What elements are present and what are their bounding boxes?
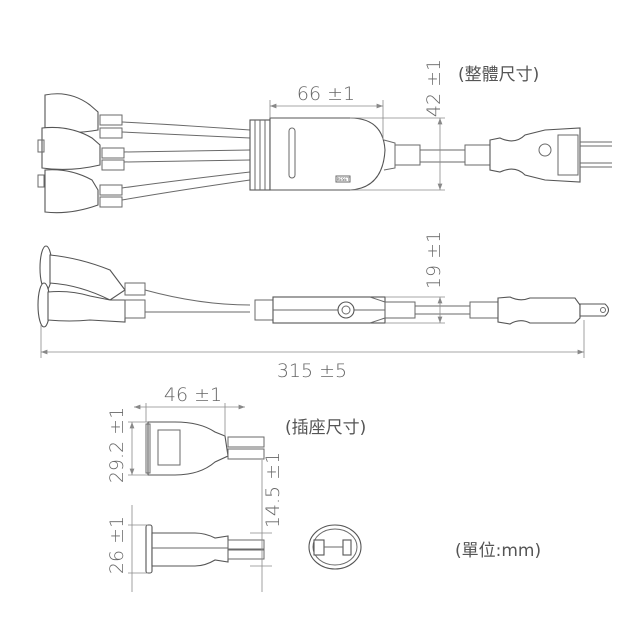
dimension-42-text: 42 ±1 — [423, 59, 445, 117]
reset-label: RESET — [337, 177, 350, 182]
dimension-315: 315 ±5 — [40, 320, 585, 382]
plug-side — [497, 296, 610, 325]
socket-side-view: 14.5 ±1 26 ±1 — [106, 452, 284, 592]
power-cord — [383, 139, 491, 171]
cord-side — [384, 301, 499, 319]
dimension-14-5-text: 14.5 ±1 — [262, 452, 284, 528]
plug — [489, 127, 612, 183]
dimension-66-text: 66 ±1 — [297, 83, 355, 105]
side-view: 19 ±1 315 ±5 — [37, 231, 610, 382]
socket-size-label: (插座尺寸) — [285, 418, 367, 438]
dimension-46: 46 ±1 — [134, 384, 245, 436]
control-box: RESET — [249, 117, 386, 191]
socket-face-view — [308, 524, 362, 570]
dimension-29-text: 29.2 ±1 — [106, 407, 128, 483]
dimension-19: 19 ±1 — [385, 231, 445, 324]
dimension-19-text: 19 ±1 — [423, 231, 445, 289]
cables — [121, 121, 251, 201]
triple-outlet — [37, 93, 125, 214]
top-view: RESET 66 ±1 42 ±1 — [37, 59, 612, 214]
dimension-14-5: 14.5 ±1 — [250, 452, 284, 592]
outlet-side — [37, 245, 251, 328]
dimension-46-text: 46 ±1 — [164, 384, 222, 406]
dimension-315-text: 315 ±5 — [277, 360, 347, 382]
unit-label: (單位:mm) — [455, 541, 542, 561]
dimension-66: 66 ±1 — [269, 83, 384, 140]
dimension-26-text: 26 ±1 — [106, 516, 128, 574]
dimension-42: 42 ±1 — [350, 59, 445, 191]
dimension-26: 26 ±1 — [106, 505, 148, 592]
socket-top-view: 46 ±1 29.2 ±1 — [106, 384, 265, 483]
overall-size-label: (整體尺寸) — [458, 65, 540, 85]
control-box-side — [254, 296, 386, 324]
dimension-29: 29.2 ±1 — [106, 407, 148, 483]
